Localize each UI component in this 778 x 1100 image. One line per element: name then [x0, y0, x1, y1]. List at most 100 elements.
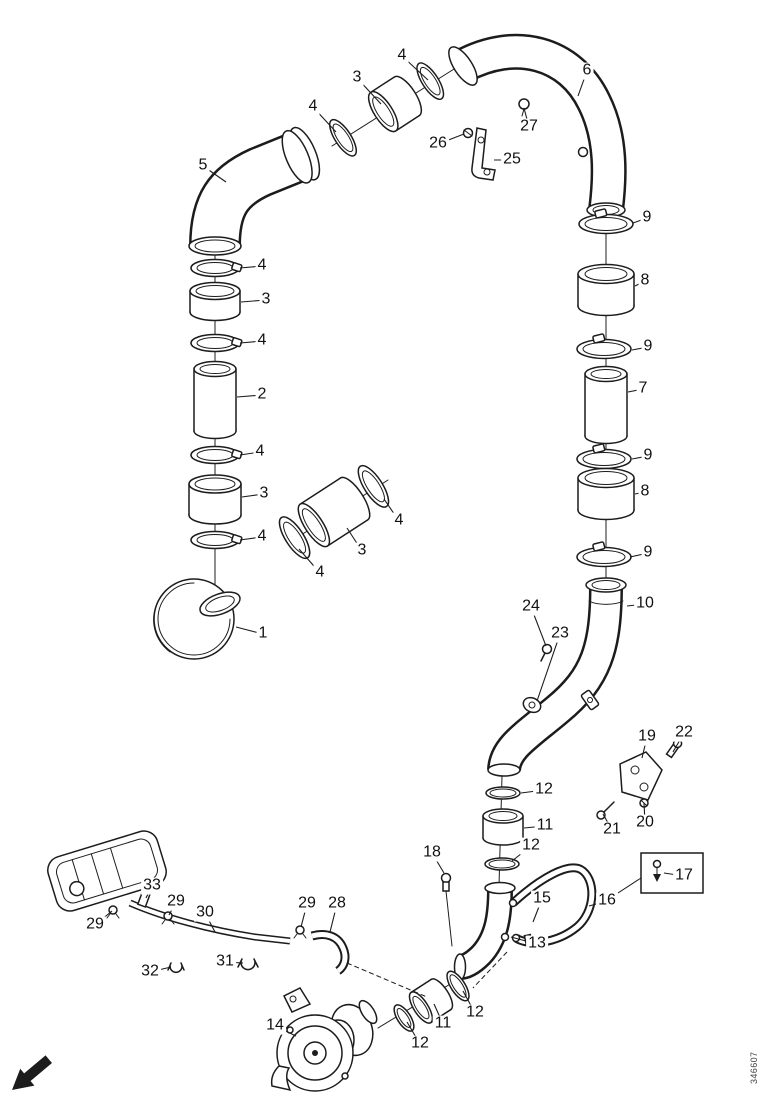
- part-32-clip: [167, 962, 185, 973]
- callout-3: 3: [355, 541, 369, 560]
- part-19-bracket: [619, 751, 663, 801]
- callout-3: 3: [350, 68, 364, 87]
- callout-20: 20: [634, 813, 656, 832]
- callout-9: 9: [641, 337, 655, 356]
- dashed-connectors: [346, 951, 508, 998]
- part-10-tube: [487, 577, 627, 777]
- callout-3: 3: [257, 484, 271, 503]
- part-12-oring-a: [485, 786, 521, 800]
- callout-4: 4: [255, 527, 269, 546]
- front-direction-arrow: [12, 1055, 52, 1090]
- part-12-oring-c: [446, 970, 470, 1002]
- part-4-clamp-e: [278, 516, 311, 560]
- part-1-elbow: [153, 578, 241, 660]
- tube6-stud: [577, 146, 589, 158]
- part-4-clamp-b: [190, 333, 243, 353]
- part-25-bracket: [471, 127, 496, 181]
- callout-11: 11: [534, 816, 556, 835]
- part-4-clamp-c: [190, 445, 243, 465]
- callout-3: 3: [259, 290, 273, 309]
- doc-number: 346607: [749, 1051, 759, 1084]
- part-4-clamp-g: [328, 118, 358, 157]
- callout-21: 21: [601, 820, 623, 839]
- callout-30: 30: [194, 903, 216, 922]
- callout-12: 12: [533, 780, 555, 799]
- callout-26: 26: [427, 134, 449, 153]
- callout-12: 12: [409, 1034, 431, 1053]
- callout-31: 31: [214, 952, 236, 971]
- part-8-hose-a: [577, 263, 635, 317]
- part-13-tube: [453, 881, 516, 981]
- part-3-hose-b: [188, 474, 242, 525]
- callout-23: 23: [549, 624, 571, 643]
- part-4-clamp-f: [357, 464, 390, 508]
- part-7-tube: [584, 365, 628, 445]
- part-11-coupling-a: [482, 808, 524, 846]
- part-8-hose-b: [577, 467, 635, 521]
- callout-22: 22: [673, 723, 695, 742]
- fitting-18-lead: [445, 890, 453, 947]
- part-12-oring-b: [484, 857, 520, 871]
- callout-27: 27: [518, 117, 540, 136]
- part-17-fitting: [652, 859, 662, 882]
- callout-6: 6: [580, 61, 594, 80]
- callout-10: 10: [634, 594, 656, 613]
- callout-24: 24: [520, 597, 542, 616]
- callout-32: 32: [139, 962, 161, 981]
- callout-4: 4: [255, 331, 269, 350]
- callout-11: 11: [432, 1014, 454, 1033]
- part-26-bolt: [462, 127, 474, 139]
- part-9-clamp-a: [578, 208, 634, 235]
- part-24-screw: [540, 643, 553, 662]
- callout-5: 5: [196, 156, 210, 175]
- callout-2: 2: [255, 385, 269, 404]
- part-28-elbow-hose: [310, 930, 350, 975]
- callout-9: 9: [641, 543, 655, 562]
- callout-14: 14: [264, 1016, 286, 1035]
- callout-15: 15: [531, 889, 553, 908]
- part-4-clamp-d: [190, 530, 243, 550]
- callout-16: 16: [596, 891, 618, 910]
- callout-29: 29: [84, 915, 106, 934]
- callout-8: 8: [638, 271, 652, 290]
- callout-4: 4: [395, 46, 409, 65]
- part-4-clamp-h: [416, 62, 445, 101]
- part-21-screw: [596, 801, 615, 820]
- callout-25: 25: [501, 150, 523, 169]
- part-9-clamp-c: [576, 443, 632, 470]
- callout-17: 17: [673, 866, 695, 885]
- breather-cover: [47, 830, 167, 912]
- callout-4: 4: [255, 256, 269, 275]
- callout-12: 12: [520, 836, 542, 855]
- part-9-clamp-d: [576, 541, 632, 568]
- part-3-hose-a: [189, 281, 241, 322]
- diagonal-hose-group: [278, 464, 390, 560]
- callout-7: 7: [636, 379, 650, 398]
- callout-19: 19: [636, 727, 658, 746]
- part-29-clip-c: [293, 925, 307, 939]
- part-5-elbow: [188, 126, 321, 256]
- part-4-clamp-a: [190, 258, 243, 278]
- callout-28: 28: [326, 894, 348, 913]
- callout-29: 29: [296, 894, 318, 913]
- callout-12: 12: [464, 1003, 486, 1022]
- part-23-sensor-boss: [522, 696, 542, 714]
- callout-4: 4: [392, 511, 406, 530]
- callout-29: 29: [165, 892, 187, 911]
- callout-4: 4: [313, 563, 327, 582]
- callout-13: 13: [526, 934, 548, 953]
- callout-9: 9: [640, 208, 654, 227]
- callout-4: 4: [253, 442, 267, 461]
- part-9-clamp-b: [576, 333, 632, 360]
- callout-18: 18: [421, 843, 443, 862]
- callout-8: 8: [638, 482, 652, 501]
- leader-line-23: [536, 633, 561, 702]
- callout-4: 4: [306, 97, 320, 116]
- part-2-tube: [193, 360, 237, 440]
- callout-33: 33: [141, 876, 163, 895]
- part-30-hose: [128, 899, 291, 945]
- part-14-turbocharger: [270, 987, 378, 1092]
